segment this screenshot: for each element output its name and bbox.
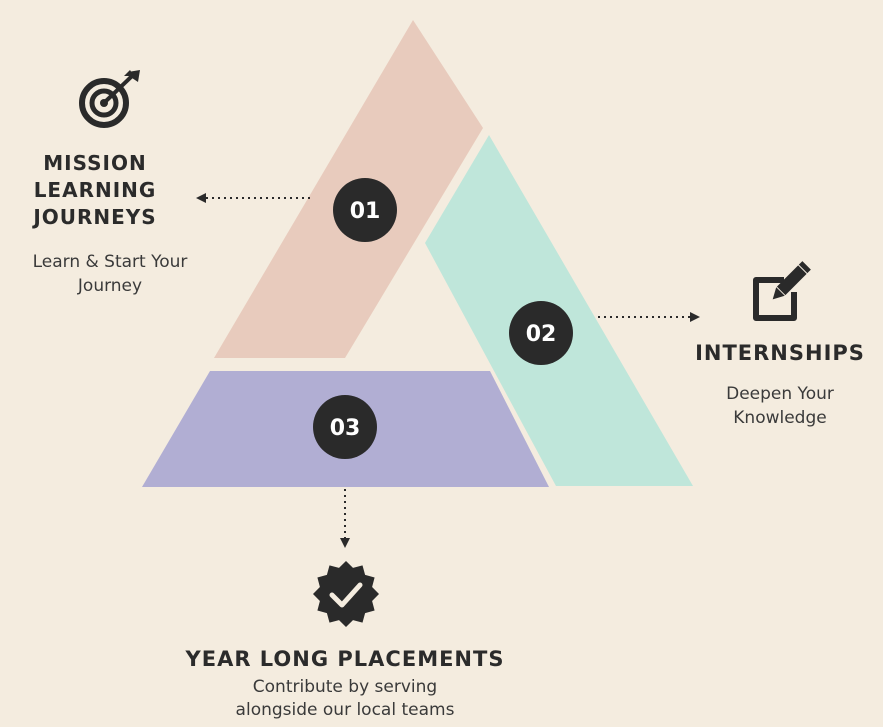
step-01-title-line-1: MISSION [43,151,147,175]
connector-03-arrowhead [340,538,350,548]
step-02-title: INTERNSHIPS [680,339,880,367]
step-01-title-line-3: JOURNEYS [33,205,157,229]
step-01-title-line-2: LEARNING [33,178,157,202]
step-03-subtitle: Contribute by serving alongside our loca… [180,676,510,722]
step-01-subtitle-line-1: Learn & Start Your [32,252,188,272]
step-02-badge: 02 [509,301,573,365]
step-01-number: 01 [350,199,381,224]
step-02-subtitle-line-1: Deepen Your [726,384,834,404]
step-02-subtitle: Deepen Your Knowledge [700,382,860,430]
step-03-title: YEAR LONG PLACEMENTS [140,645,550,673]
connector-02-arrowhead [690,312,700,322]
step-01-badge: 01 [333,178,397,242]
step-01-subtitle: Learn & Start Your Journey [0,250,220,298]
step-03-badge: 03 [313,395,377,459]
step-03-number: 03 [330,416,361,441]
target-icon [79,70,140,128]
connector-01-arrowhead [196,193,206,203]
step-02-title-line-1: INTERNSHIPS [695,341,865,365]
verified-badge-icon [313,561,379,627]
step-03-subtitle-line-1: Contribute by serving [252,677,438,697]
step-01-subtitle-line-2: Journey [77,276,143,296]
step-02-number: 02 [526,322,557,347]
step-03-title-line-1: YEAR LONG PLACEMENTS [185,647,505,671]
step-01-title: MISSION LEARNING JOURNEYS [20,150,170,231]
step-03-subtitle-line-2: alongside our local teams [235,700,455,720]
edit-icon [753,261,811,321]
step-02-subtitle-line-2: Knowledge [733,408,827,428]
